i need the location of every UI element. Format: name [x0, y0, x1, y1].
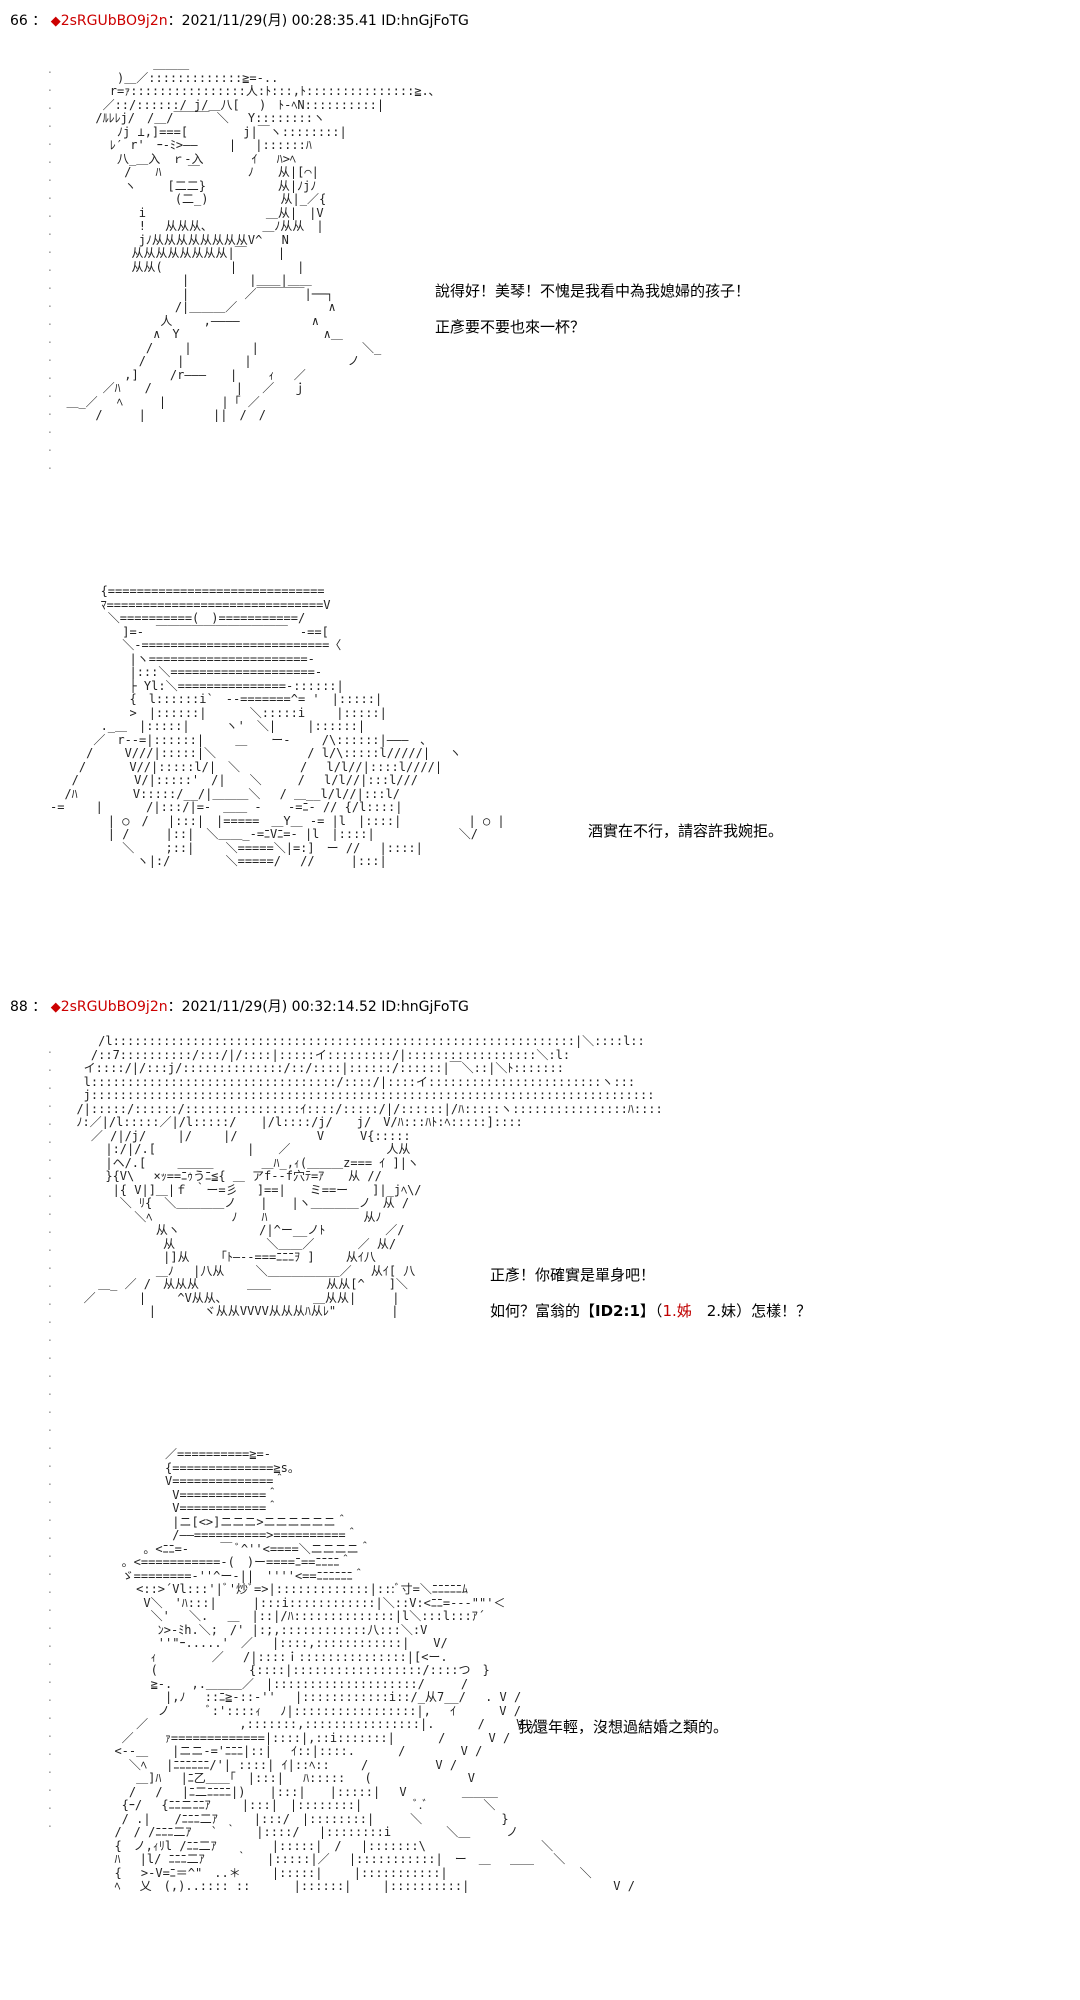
trip-diamond-icon: ◆	[50, 14, 61, 29]
question-prefix: 如何？富翁的【	[490, 1302, 596, 1320]
question-suffix: ）怎樣！？	[736, 1302, 812, 1320]
post-header-66: 66 ： ◆2sRGUbBO9j2n：2021/11/29(月) 00:28:3…	[10, 12, 469, 31]
dialogue-block-2: 酒實在不行，請容許我婉拒。	[588, 820, 783, 856]
trip-diamond-icon: ◆	[50, 1000, 61, 1015]
margin-dots: .......................	[48, 62, 52, 472]
id-dice: ID2:1	[595, 1302, 640, 1320]
ascii-art-3: /l::::::::::::::::::::::::::::::::::::::…	[76, 1034, 663, 1318]
post-header-88: 88 ： ◆2sRGUbBO9j2n：2021/11/29(月) 00:32:1…	[10, 998, 469, 1017]
ascii-art-4: ／==========≧=- {==============≧s。 V=====…	[114, 1447, 635, 1893]
dialogue-block-1: 說得好！美琴！不愧是我看中為我媳婦的孩子！ 正彥要不要也來一杯？	[435, 280, 750, 352]
post-meta: ：2021/11/29(月) 00:28:35.41 ID:hnGjFoTG	[167, 13, 469, 29]
option-1: 1.姊	[662, 1302, 692, 1320]
dialogue-block-3: 正彥！你確實是單身吧！ 如何？富翁的【ID2:1】（1.姊 2.妹）怎樣！？	[490, 1264, 811, 1336]
ascii-art-1: ＿＿＿ )＿／:::::::::::::≧=-.. r=ｧ:::::::::::…	[66, 57, 435, 422]
tripcode-link[interactable]: 2sRGUbBO9j2n	[60, 13, 168, 29]
dialogue-line: 如何？富翁的【ID2:1】（1.姊 2.妹）怎樣！？	[490, 1300, 811, 1322]
post-meta: ：2021/11/29(月) 00:32:14.52 ID:hnGjFoTG	[167, 999, 469, 1015]
dialogue-line: 說得好！美琴！不愧是我看中為我媳婦的孩子！	[435, 282, 751, 300]
dialogue-block-4: 我還年輕，沒想過結婚之類的。	[518, 1716, 728, 1752]
option-2: 2.妹	[691, 1302, 737, 1320]
dialogue-line: 酒實在不行，請容許我婉拒。	[588, 822, 784, 840]
ascii-art-2: {============================== ﾏ=======…	[50, 584, 505, 868]
post-number: 88	[10, 999, 28, 1015]
post-separator: ：	[32, 999, 47, 1015]
question-mid: 】（	[639, 1302, 663, 1320]
tripcode-link[interactable]: 2sRGUbBO9j2n	[60, 999, 168, 1015]
post-separator: ：	[32, 13, 47, 29]
post-number: 66	[10, 13, 28, 29]
margin-dots: ........................................…	[48, 1042, 52, 1830]
dialogue-line: 正彥要不要也來一杯？	[435, 318, 586, 336]
dialogue-line: 正彥！你確實是單身吧！	[490, 1266, 656, 1284]
dialogue-line: 我還年輕，沒想過結婚之類的。	[518, 1718, 729, 1736]
